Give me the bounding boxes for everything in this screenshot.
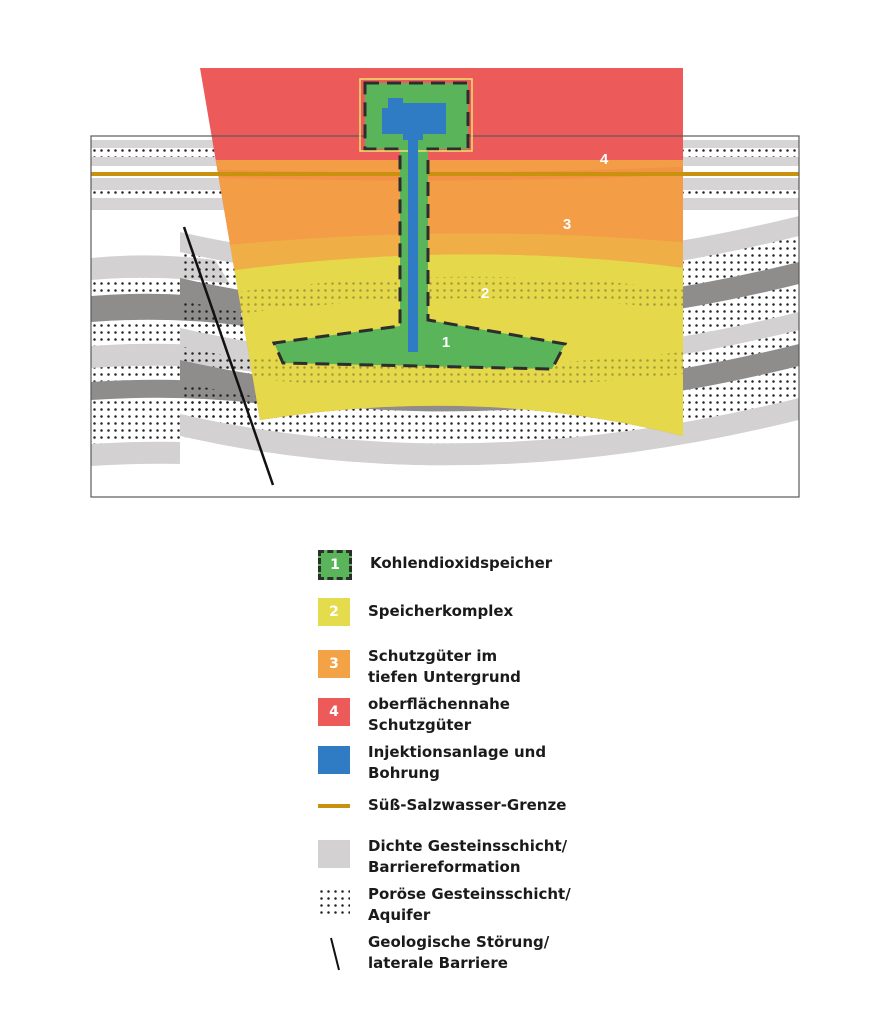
dense-rock-swatch bbox=[318, 840, 350, 868]
fault-swatch bbox=[318, 936, 350, 972]
legend-item-porous-rock: Poröse Gesteinsschicht/ Aquifer bbox=[318, 884, 571, 926]
zone-1-number: 1 bbox=[442, 334, 450, 351]
legend-item-deep-protected-goods: 3 Schutzgüter im tiefen Untergrund bbox=[318, 646, 521, 688]
legend-item-storage: 1 Kohlendioxidspeicher bbox=[318, 550, 552, 580]
water-boundary-swatch bbox=[318, 795, 350, 816]
storage-diagram: 1 2 3 4 bbox=[90, 68, 800, 498]
fault-line-icon bbox=[330, 937, 340, 971]
legend-item-dense-rock: Dichte Gesteinsschicht/ Barriereformatio… bbox=[318, 836, 567, 878]
zone-2-swatch: 2 bbox=[318, 598, 350, 626]
geological-fault-line bbox=[182, 226, 275, 486]
legend-item-surface-protected-goods: 4 oberflächennahe Schutzgüter bbox=[318, 694, 510, 736]
zone-2-number: 2 bbox=[481, 285, 489, 302]
legend-item-injection: Injektionsanlage und Bohrung bbox=[318, 742, 546, 784]
zone-4-number: 4 bbox=[600, 151, 609, 168]
zone-1-swatch: 1 bbox=[318, 550, 352, 580]
zone-4-swatch: 4 bbox=[318, 698, 350, 726]
porous-rock-swatch bbox=[318, 888, 350, 916]
dotted-pattern-icon bbox=[318, 888, 350, 916]
injection-well bbox=[382, 98, 446, 352]
legend-item-fault: Geologische Störung/ laterale Barriere bbox=[318, 932, 549, 974]
legend-item-storage-complex: 2 Speicherkomplex bbox=[318, 598, 513, 626]
injection-swatch bbox=[318, 746, 350, 774]
legend-item-water-boundary: Süß-Salzwasser-Grenze bbox=[318, 795, 566, 816]
protection-zones bbox=[200, 68, 683, 436]
water-boundary-line-icon bbox=[318, 803, 350, 808]
fresh-salt-water-boundary-line bbox=[91, 172, 799, 176]
zone-1-storage bbox=[271, 81, 568, 371]
zone-3-number: 3 bbox=[563, 216, 571, 233]
zone-3-swatch: 3 bbox=[318, 650, 350, 678]
